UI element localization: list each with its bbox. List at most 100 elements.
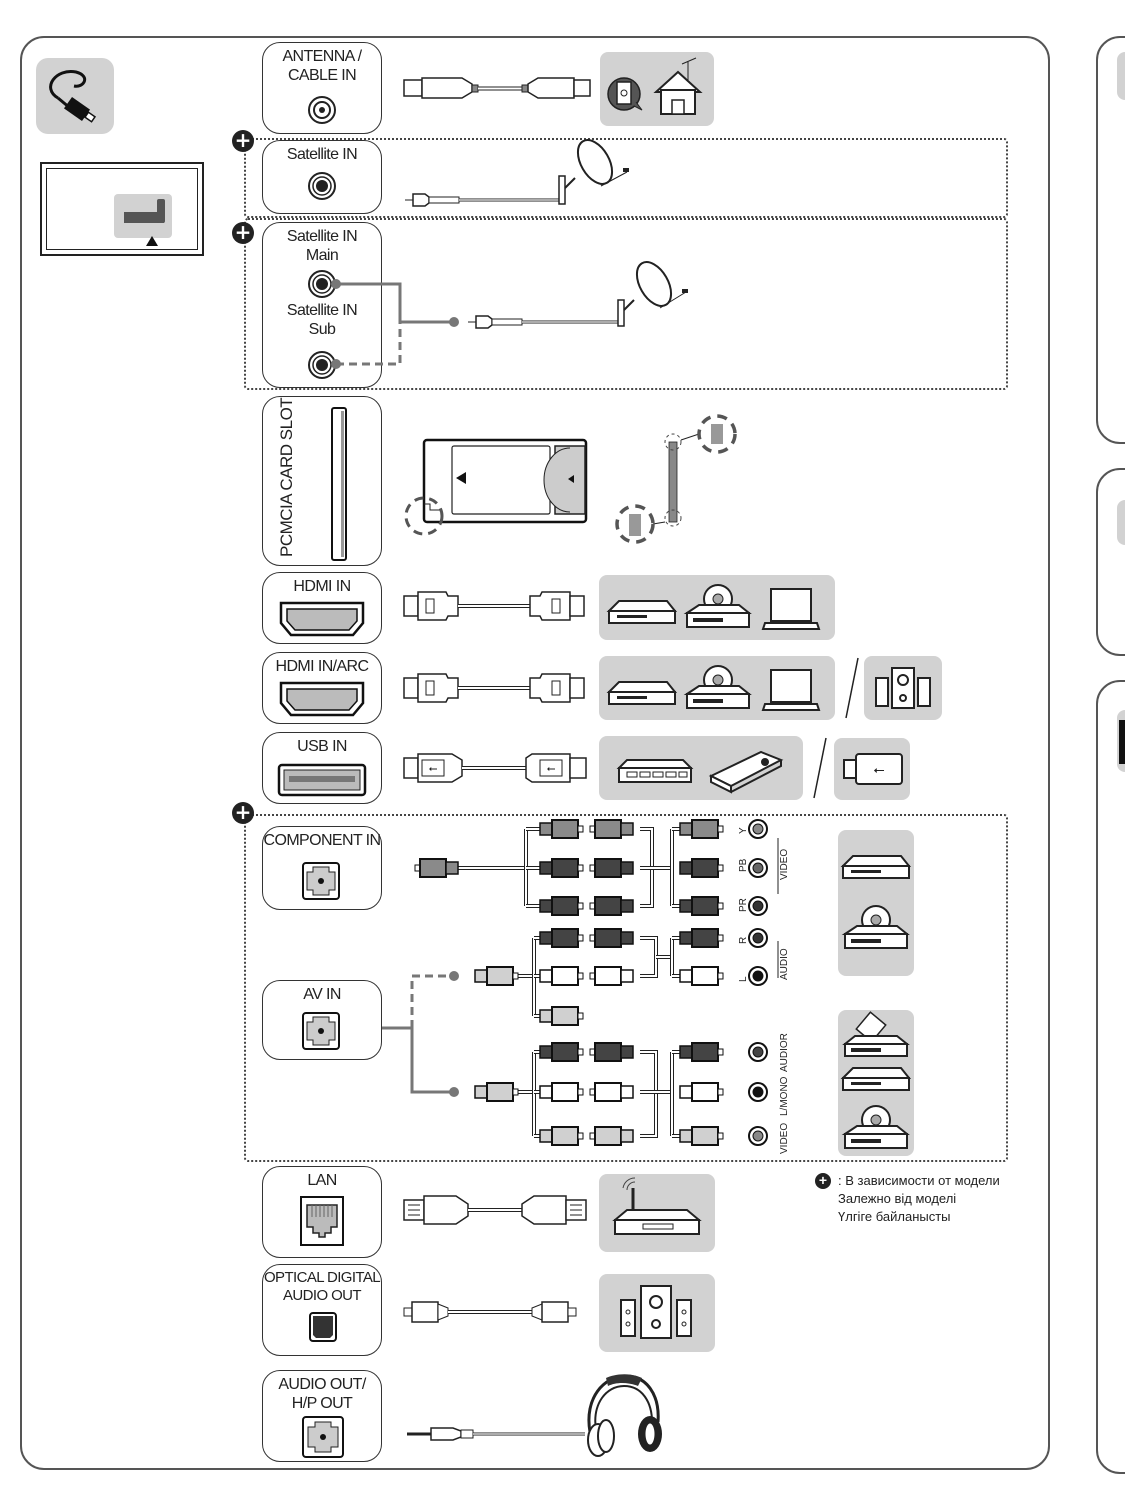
device-panel-lan <box>599 1174 715 1252</box>
port-component-in: COMPONENT IN <box>262 826 382 910</box>
svg-text:⭠: ⭠ <box>429 762 438 775</box>
or-divider-slash <box>813 737 827 799</box>
headphones-icon <box>587 1374 662 1457</box>
port-panel-location <box>114 194 172 238</box>
side-panel-frame-3 <box>1096 680 1125 1474</box>
rca-plug-icon <box>539 1042 584 1062</box>
port-satellite-in: Satellite IN <box>262 140 382 214</box>
satellite-dual-wiring <box>331 279 459 369</box>
device-panel-av <box>838 1010 914 1156</box>
port-lan: LAN <box>262 1166 382 1258</box>
rca-plug-icon <box>679 928 724 948</box>
rca-label-l-mono: L/MONO <box>779 1076 790 1116</box>
port-label-sub: Satellite IN Sub <box>286 302 358 338</box>
hdmi-cable-icon <box>403 591 585 621</box>
satellite-sub-socket-icon <box>308 351 336 379</box>
satellite-main-socket-icon <box>308 270 336 298</box>
card-slot-icon <box>331 407 347 561</box>
rca-plug-icon <box>539 858 584 878</box>
device-panel-hdmi <box>599 575 835 640</box>
arrow-up-icon <box>146 236 158 246</box>
satellite-cable-icon <box>405 139 629 207</box>
dvd-player-icon <box>683 665 752 709</box>
rca-plug-icon <box>474 966 519 986</box>
port-audio-out-hp-out: AUDIO OUT/ H/P OUT <box>262 1370 382 1462</box>
svg-text:⭠: ⭠ <box>547 762 556 775</box>
device-panel-component <box>838 830 914 976</box>
usb-cable-icon: ⭠ ⭠ <box>403 753 587 783</box>
dvd-player-icon <box>841 1105 910 1149</box>
rca-plug-icon <box>679 966 724 986</box>
usb-hub-icon <box>616 759 694 783</box>
rca-plug-icon <box>539 1006 584 1026</box>
optional-marker-icon: + <box>232 802 254 824</box>
device-panel-hdmi-arc <box>599 656 835 720</box>
vcr-icon <box>842 1011 910 1057</box>
note-line-uk: Залежно від моделі <box>838 1191 957 1206</box>
set-top-box-icon <box>606 600 678 624</box>
optical-cable-icon <box>403 1301 577 1323</box>
note-line-ru: : В зависимости от модели <box>838 1173 1000 1188</box>
note-line-kk: Үлгіге байланысты <box>838 1209 951 1224</box>
rca-plug-icon <box>589 858 634 878</box>
cable-plug-icon <box>49 70 97 123</box>
set-top-box-icon <box>606 681 678 705</box>
rj45-socket-icon <box>300 1196 344 1246</box>
side-panel-frame-2 <box>1096 468 1125 656</box>
rca-plug-icon <box>589 966 634 986</box>
av-jack-icon <box>302 862 340 900</box>
rca-label-audio-r: AUDIOR <box>779 1033 790 1072</box>
usb-socket-icon <box>277 763 367 797</box>
tv-back-diagram <box>40 162 204 256</box>
port-pcmcia-card-slot: PCMCIA CARD SLOT <box>262 396 382 566</box>
headphone-jack-icon <box>302 1416 344 1458</box>
coax-socket-icon <box>308 96 336 124</box>
external-hdd-icon <box>708 750 784 794</box>
rca-label-pr: PR <box>738 898 749 912</box>
rca-label-r: R <box>738 936 749 944</box>
side-panel-icon-1 <box>1117 52 1125 100</box>
optional-group-component-av <box>244 814 1008 1162</box>
rca-plug-icon <box>539 819 584 839</box>
device-panel-usb <box>599 736 803 800</box>
model-dependent-note: + : В зависимости от модели Залежно від … <box>815 1172 1000 1226</box>
port-usb-in: USB IN <box>262 732 382 804</box>
av-link-line-alt <box>410 974 454 1028</box>
rca-plug-icon <box>589 1126 634 1146</box>
port-label: AUDIO OUT/ H/P OUT <box>278 1376 366 1412</box>
port-label: USB IN <box>297 738 347 755</box>
dvd-player-icon <box>683 584 752 628</box>
ci-module-icon <box>404 438 588 536</box>
device-panel-antenna <box>600 52 714 126</box>
rca-label-pb: PB <box>738 858 749 872</box>
rca-plug-icon <box>539 1126 584 1146</box>
optional-marker-icon: + <box>232 130 254 152</box>
set-top-box-icon <box>840 1067 912 1091</box>
router-icon <box>612 1177 702 1235</box>
port-antenna-cable-in: ANTENNA / CABLE IN <box>262 42 382 134</box>
rca-plug-icon <box>679 1042 724 1062</box>
port-av-in: AV IN <box>262 980 382 1060</box>
rca-group-video: VIDEO <box>779 848 790 880</box>
laptop-icon <box>761 669 821 711</box>
av-jack-icon <box>302 1012 340 1050</box>
side-panel-frame-1 <box>1096 36 1125 444</box>
rca-plug-icon <box>539 896 584 916</box>
antenna-house-icon <box>607 57 703 115</box>
satellite-socket-icon <box>308 172 336 200</box>
device-panel-speakers-arc <box>864 656 942 720</box>
cable-badge <box>36 58 114 134</box>
port-label: HDMI IN <box>293 578 351 595</box>
or-divider-slash <box>845 657 859 719</box>
rca-plug-icon <box>679 819 724 839</box>
rca-label-video: VIDEO <box>779 1122 790 1154</box>
lan-cable-icon <box>403 1195 587 1225</box>
port-label: AV IN <box>303 986 341 1003</box>
rca-plug-icon <box>589 1082 634 1102</box>
rca-plug-icon <box>679 896 724 916</box>
port-hdmi-in: HDMI IN <box>262 572 382 644</box>
set-top-box-icon <box>840 855 912 879</box>
rca-plug-icon <box>539 1082 584 1102</box>
rca-plug-icon <box>679 858 724 878</box>
side-panel-icon-2 <box>1117 500 1125 545</box>
